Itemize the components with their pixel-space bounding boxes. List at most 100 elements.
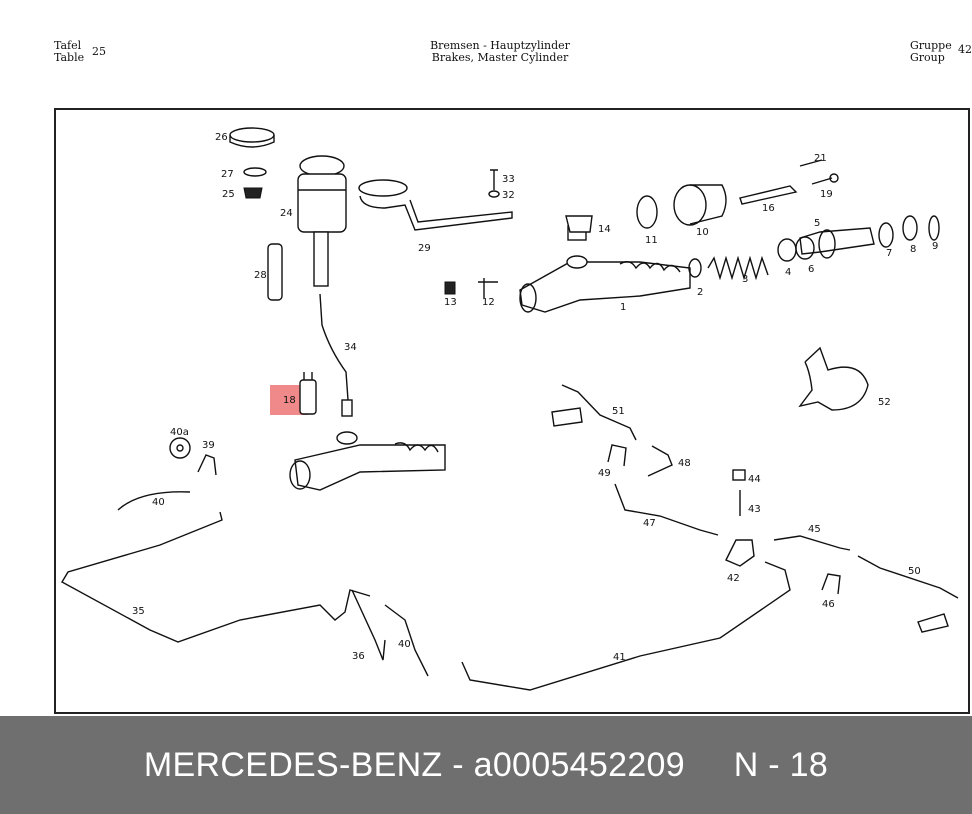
part-label: 41 xyxy=(613,652,626,663)
table-number: 25 xyxy=(92,45,106,58)
part-label: 25 xyxy=(222,189,235,200)
part-label: 50 xyxy=(908,566,921,577)
caption-separator: - xyxy=(452,745,464,784)
part-label: 1 xyxy=(620,302,626,313)
part-label: 3 xyxy=(742,274,748,285)
part-label: 40a xyxy=(170,427,189,438)
reservoir-cap xyxy=(229,127,275,148)
brake-line-36 xyxy=(351,589,386,661)
clip xyxy=(197,454,217,476)
cap-44 xyxy=(732,469,746,481)
washer-40a xyxy=(169,437,191,459)
group-number-header: Gruppe Group 42 xyxy=(910,40,972,66)
part-label: 13 xyxy=(444,297,457,308)
brand-name: MERCEDES-BENZ xyxy=(143,745,443,784)
part-label: 36 xyxy=(352,651,365,662)
washer-6 xyxy=(795,236,815,260)
screw-12 xyxy=(478,278,498,298)
part-label: 9 xyxy=(932,241,938,252)
bracket-46 xyxy=(821,573,841,595)
diagram-position: N - 18 xyxy=(733,745,829,784)
part-label: 49 xyxy=(598,468,611,479)
washer xyxy=(488,190,500,198)
part-label: 39 xyxy=(202,440,215,451)
pin-21 xyxy=(799,159,823,167)
part-label: 35 xyxy=(132,606,145,617)
part-label: 47 xyxy=(643,518,656,529)
group-label-de: Gruppe xyxy=(910,39,952,52)
footer-bar: MERCEDES-BENZ - a0005452209 N - 18 xyxy=(0,716,972,814)
table-label-de: Tafel xyxy=(54,39,82,52)
part-label: 14 xyxy=(598,224,611,235)
brake-master-cylinder xyxy=(519,225,691,313)
part-label: 46 xyxy=(822,599,835,610)
part-label: 40 xyxy=(398,639,411,650)
pushrod xyxy=(739,185,798,205)
part-label: 11 xyxy=(645,235,658,246)
part-label: 52 xyxy=(878,397,891,408)
part-label: 7 xyxy=(886,248,892,259)
clutch-master-cylinder xyxy=(289,431,446,491)
fluid-reservoir xyxy=(297,155,347,287)
bracket-49 xyxy=(607,444,627,467)
brake-line-51 xyxy=(561,384,637,441)
part-label: 45 xyxy=(808,524,821,535)
brake-hose-right xyxy=(384,604,429,677)
piston-5 xyxy=(799,227,875,255)
part-label: 12 xyxy=(482,297,495,308)
seal-11 xyxy=(636,195,658,229)
part-label: 34 xyxy=(344,342,357,353)
table-label-en: Table xyxy=(54,51,85,64)
part-number-labels: 26 27 25 24 28 33 32 29 34 18 40a 39 40 … xyxy=(132,132,938,663)
circlip-9 xyxy=(928,215,940,241)
junction-42 xyxy=(725,539,755,567)
seal-4 xyxy=(777,238,797,262)
part-label: 44 xyxy=(748,474,761,485)
group-number: 42 xyxy=(958,43,972,56)
part-label: 19 xyxy=(820,189,833,200)
spring-3 xyxy=(707,255,769,281)
title-german: Bremsen - Hauptzylinder xyxy=(430,39,570,52)
part-label: 8 xyxy=(910,244,916,255)
brake-line-41 xyxy=(461,561,791,691)
bolt xyxy=(490,169,498,190)
part-label: 2 xyxy=(697,287,703,298)
hose-sleeve xyxy=(267,243,283,301)
part-caption: MERCEDES-BENZ - a0005452209 N - 18 xyxy=(0,716,972,814)
brake-hose-left xyxy=(117,491,191,511)
part-label: 40 xyxy=(152,497,165,508)
seal-7 xyxy=(878,222,894,248)
brake-hose-48 xyxy=(647,445,673,477)
seal-2 xyxy=(688,258,702,278)
boot-10 xyxy=(673,184,707,226)
part-label: 51 xyxy=(612,406,625,417)
page-title: Bremsen - Hauptzylinder Brakes, Master C… xyxy=(380,40,620,66)
nut xyxy=(243,187,263,199)
part-label: 26 xyxy=(215,132,228,143)
brake-line-35 xyxy=(61,511,371,643)
part-label: 21 xyxy=(814,153,827,164)
reservoir-bracket xyxy=(358,179,513,231)
reservoir-adapter xyxy=(565,215,593,233)
distributor xyxy=(551,407,583,427)
part-label: 33 xyxy=(502,174,515,185)
fluid-line xyxy=(319,293,349,401)
group-label-en: Group xyxy=(910,51,945,64)
part-label: 27 xyxy=(221,169,234,180)
part-label: 10 xyxy=(696,227,709,238)
seal-ring xyxy=(243,167,267,177)
brake-line-47 xyxy=(614,483,719,536)
part-label: 43 xyxy=(748,504,761,515)
part-label: 18 xyxy=(283,395,296,406)
part-label: 4 xyxy=(785,267,791,278)
part-label: 24 xyxy=(280,208,293,219)
part-label: 29 xyxy=(418,243,431,254)
plug-13 xyxy=(444,281,456,295)
brake-hose-45 xyxy=(773,535,851,551)
washer-8 xyxy=(902,215,918,241)
part-label: 5 xyxy=(814,218,820,229)
part-label: 32 xyxy=(502,190,515,201)
part-number: a0005452209 xyxy=(473,745,685,784)
part-label: 48 xyxy=(678,458,691,469)
